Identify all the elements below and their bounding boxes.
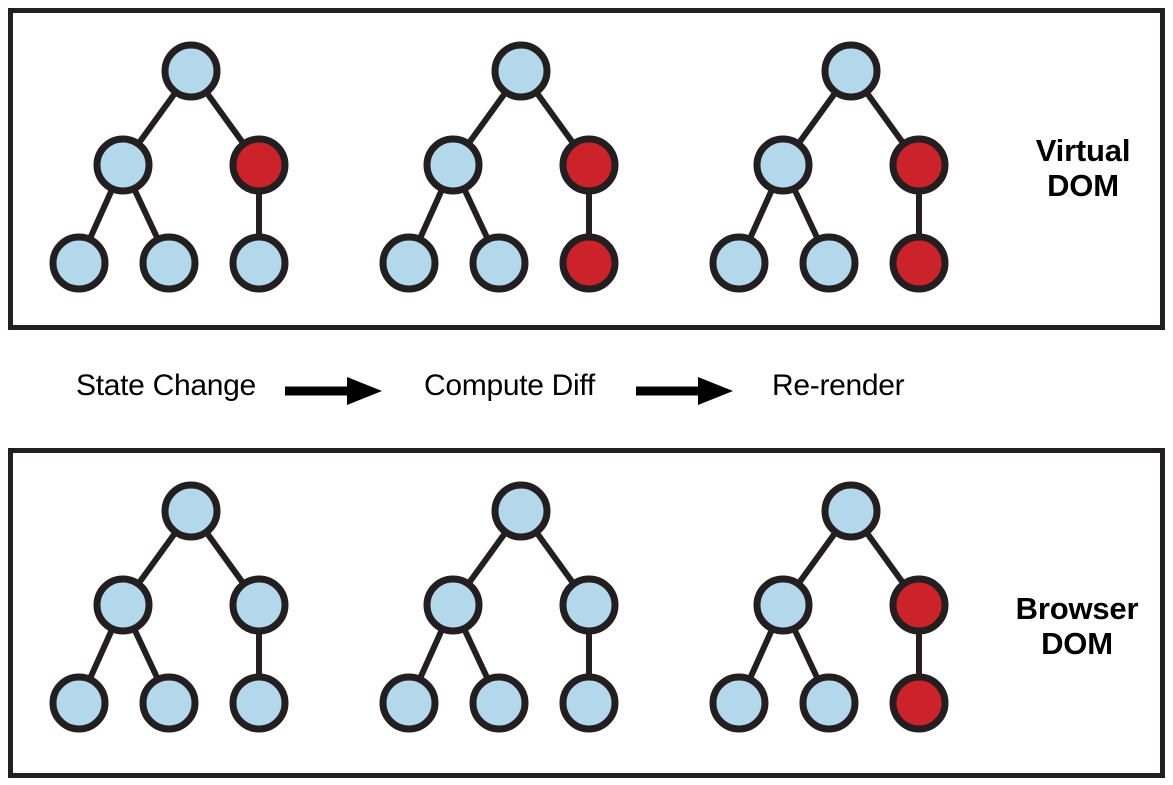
panel-label-virtual-dom: Virtual DOM (1008, 133, 1158, 203)
tree-node-blue (799, 233, 859, 293)
tree-virtual-dom-1 (49, 41, 289, 293)
tree-node-red (889, 575, 949, 635)
arrow-right-icon (285, 377, 382, 405)
tree-node-blue (559, 673, 619, 733)
tree-virtual-dom-2 (379, 41, 619, 293)
tree-node-red (229, 135, 289, 195)
tree-node-blue (709, 233, 769, 293)
tree-node-blue (139, 673, 199, 733)
tree-node-red (889, 135, 949, 195)
tree-node-blue (49, 673, 109, 733)
tree-browser-dom-3 (709, 481, 949, 733)
tree-node-blue (161, 481, 221, 541)
tree-node-blue (229, 575, 289, 635)
tree-node-blue (799, 673, 859, 733)
tree-node-blue (491, 41, 551, 101)
tree-node-blue (423, 575, 483, 635)
tree-node-blue (49, 233, 109, 293)
panel-browser-dom (8, 448, 1165, 778)
flow-step-state-change: State Change (76, 369, 256, 402)
tree-node-blue (93, 575, 153, 635)
tree-node-blue (821, 481, 881, 541)
tree-node-red (559, 135, 619, 195)
tree-node-blue (161, 41, 221, 101)
tree-browser-dom-1 (49, 481, 289, 733)
tree-node-blue (229, 233, 289, 293)
virtual-dom-tree-group (49, 41, 949, 293)
tree-browser-dom-2 (379, 481, 619, 733)
panel-label-virtual-dom-line2: DOM (1047, 167, 1119, 203)
tree-node-blue (491, 481, 551, 541)
tree-node-blue (229, 673, 289, 733)
flow-step-re-render: Re-render (772, 369, 905, 402)
tree-node-blue (469, 233, 529, 293)
tree-node-blue (559, 575, 619, 635)
tree-node-blue (93, 135, 153, 195)
tree-node-blue (379, 233, 439, 293)
panel-label-browser-dom-line1: Browser (1015, 591, 1139, 626)
tree-node-blue (423, 135, 483, 195)
tree-node-blue (469, 673, 529, 733)
tree-node-red (889, 233, 949, 293)
tree-node-blue (139, 233, 199, 293)
tree-node-blue (709, 673, 769, 733)
tree-node-blue (379, 673, 439, 733)
flow-row: State Change Compute Diff Re-render (0, 355, 1173, 425)
panel-label-browser-dom: Browser DOM (1002, 591, 1152, 661)
flow-step-compute-diff: Compute Diff (424, 369, 595, 402)
panel-virtual-dom (8, 8, 1165, 330)
browser-dom-tree-group (49, 481, 949, 733)
tree-node-blue (753, 135, 813, 195)
tree-node-red (889, 673, 949, 733)
arrow-right-icon (636, 377, 733, 405)
tree-node-blue (753, 575, 813, 635)
tree-node-red (559, 233, 619, 293)
tree-node-blue (821, 41, 881, 101)
panel-label-virtual-dom-line1: Virtual (1035, 133, 1131, 168)
panel-label-browser-dom-line2: DOM (1041, 625, 1113, 661)
tree-virtual-dom-3 (709, 41, 949, 293)
